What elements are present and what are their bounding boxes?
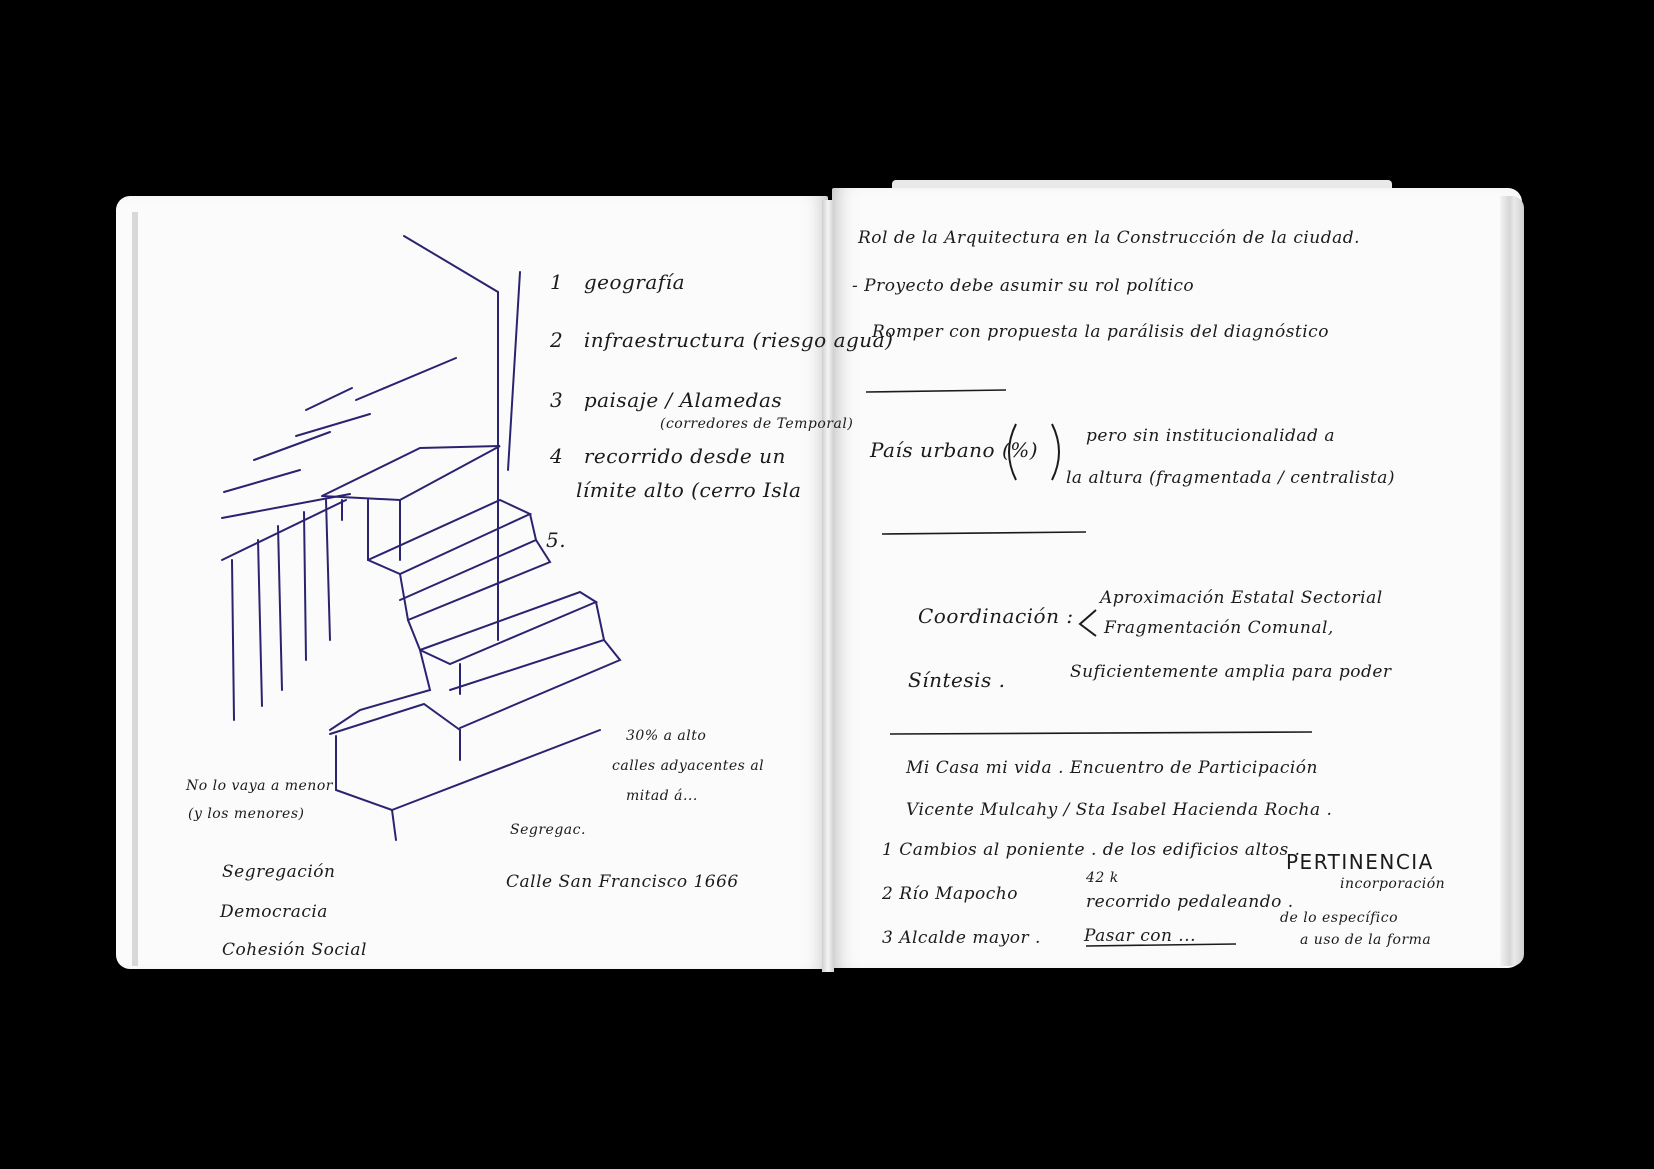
pais-urbano: País urbano (%)	[870, 438, 1039, 462]
list-item-3-cont: (corredores de Temporal)	[660, 416, 854, 432]
note-segregation-short: Segregac.	[510, 822, 586, 838]
pertinencia-word: PERTINENCIA	[1286, 850, 1434, 874]
left-page-edges	[132, 212, 828, 966]
word-democracy: Democracia	[220, 902, 328, 922]
list-item-3: 3 paisaje / Alamedas	[550, 388, 783, 412]
left-page	[116, 196, 828, 969]
list-item-1: 1 geografía	[550, 270, 686, 294]
word-social-cohesion: Cohesión Social	[222, 940, 367, 960]
note-left-b: (y los menores)	[188, 806, 305, 822]
synthesis-label: Síntesis .	[908, 668, 1006, 692]
notebook-spine	[822, 200, 834, 972]
right-heading-1: Rol de la Arquitectura en la Construcció…	[858, 228, 1361, 248]
list-item-2: 2 infraestructura (riesgo agua)	[550, 328, 894, 352]
pais-urbano-cont: pero sin institucionalidad a	[1086, 426, 1335, 446]
right-page	[832, 188, 1522, 968]
list-item-4-cont: límite alto (cerro Isla	[576, 478, 802, 502]
note-30-percent: 30% a alto	[626, 728, 707, 744]
note-left-a: No lo vaya a menor	[186, 778, 333, 794]
note-half: mitad á...	[626, 788, 698, 804]
right-heading-2: - Proyecto debe asumir su rol político	[852, 276, 1195, 296]
item-3-side-top: incorporación	[1340, 876, 1446, 892]
item-3-line: 3 Alcalde mayor .	[882, 928, 1041, 948]
item-1-line: 1 Cambios al poniente . de los edificios…	[882, 840, 1301, 860]
pais-urbano-cont2: la altura (fragmentada / centralista)	[1066, 468, 1396, 488]
note-adjacent-streets: calles adyacentes al	[612, 758, 765, 774]
right-page-edges	[1500, 196, 1524, 966]
right-heading-3: Romper con propuesta la parálisis del di…	[872, 322, 1329, 342]
coordination-a: Aproximación Estatal Sectorial	[1100, 588, 1383, 608]
coordination-label: Coordinación :	[918, 604, 1074, 628]
mi-casa-line: Mi Casa mi vida . Encuentro de Participa…	[906, 758, 1318, 778]
street-address: Calle San Francisco 1666	[506, 872, 739, 892]
coordination-b: Fragmentación Comunal,	[1104, 618, 1334, 638]
item-3-side: de lo específico	[1280, 910, 1399, 926]
vicente-line: Vicente Mulcahy / Sta Isabel Hacienda Ro…	[906, 800, 1333, 820]
item-2-cont: recorrido pedaleando .	[1086, 892, 1294, 912]
item-3-cont: Pasar con ...	[1084, 926, 1197, 946]
item-2-line: 2 Río Mapocho	[882, 884, 1018, 904]
item-2-number: 42 k	[1086, 870, 1119, 886]
synthesis-text: Suficientemente amplia para poder	[1070, 662, 1392, 682]
list-item-4: 4 recorrido desde un	[550, 444, 786, 468]
list-item-5: 5.	[546, 528, 567, 552]
word-segregation: Segregación	[222, 862, 336, 882]
item-3-side-b: a uso de la forma	[1300, 932, 1432, 948]
